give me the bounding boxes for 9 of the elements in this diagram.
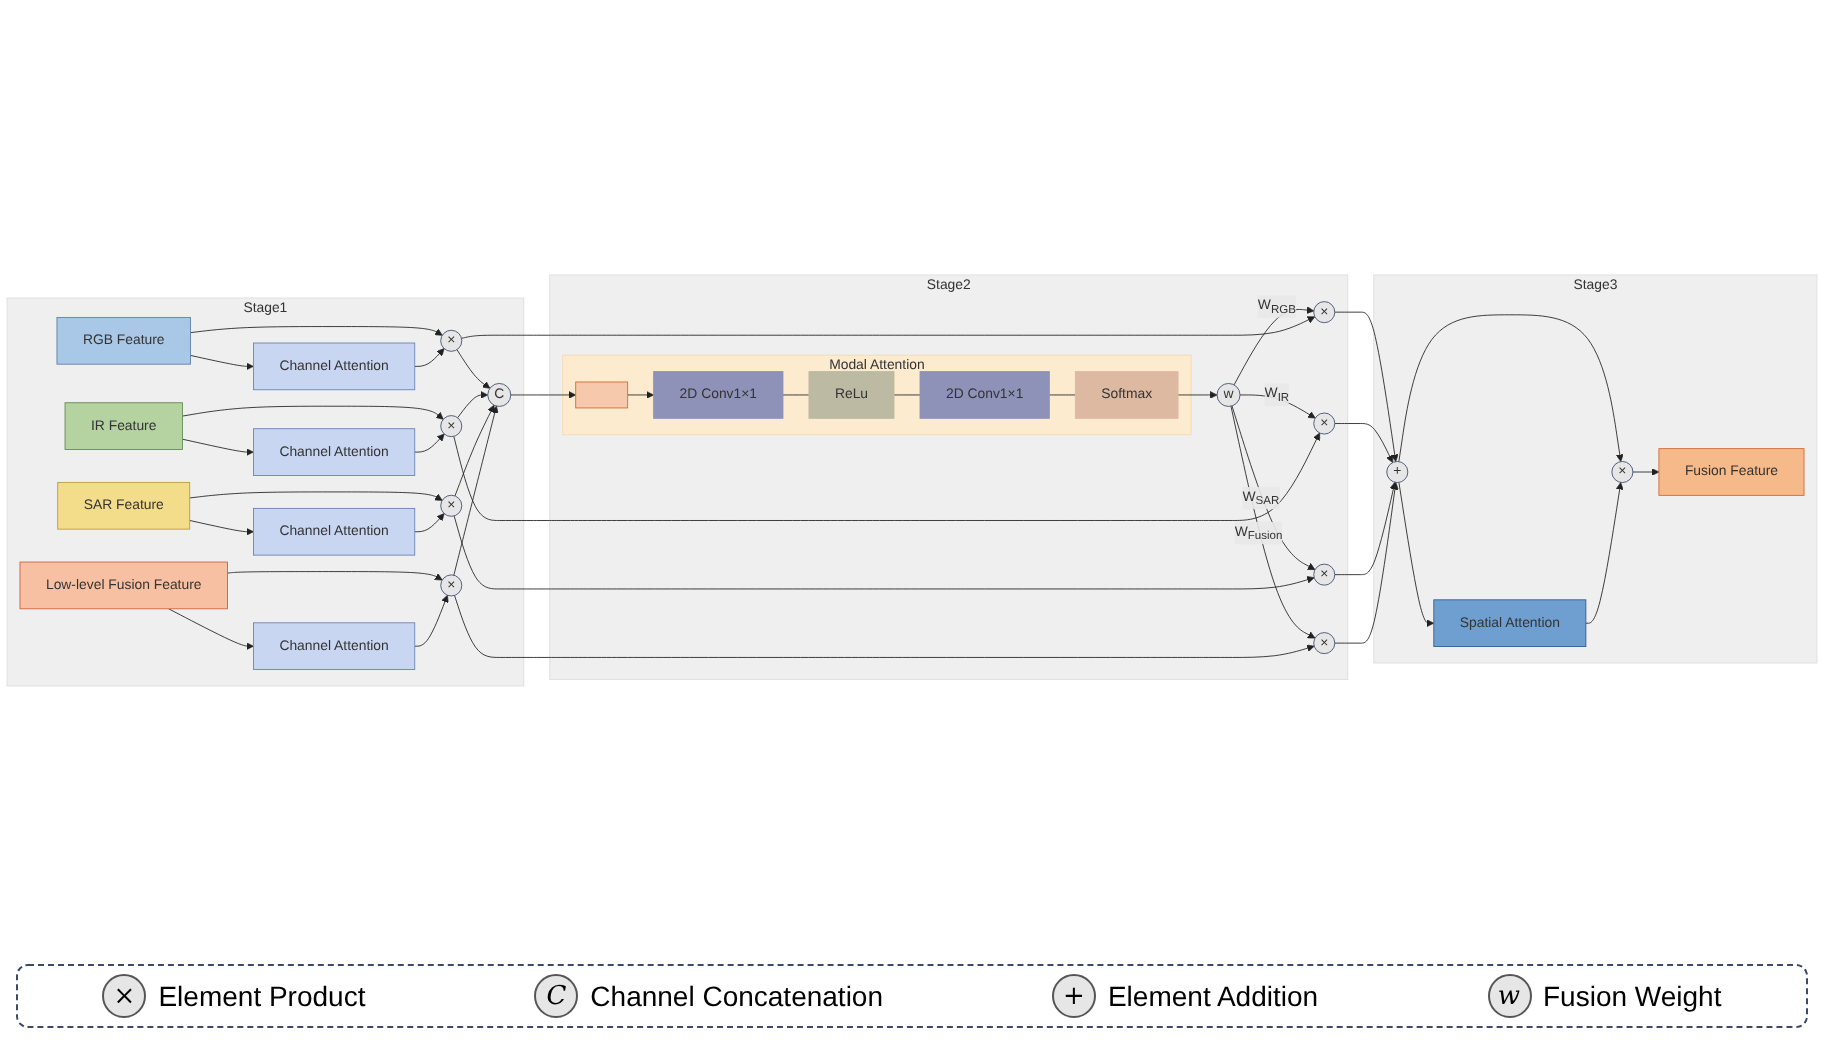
- legend-symbol: +: [1051, 974, 1096, 1018]
- legend-label: Element Product: [158, 980, 366, 1012]
- legend-label: Channel Concatenation: [590, 980, 884, 1012]
- legend-symbol: C: [534, 974, 579, 1018]
- node-box: [575, 381, 629, 408]
- legend-symbol: w: [1487, 974, 1531, 1018]
- legend-label: Element Addition: [1107, 980, 1319, 1012]
- legend-label: Fusion Weight: [1543, 980, 1722, 1012]
- legend-symbol: ×: [102, 974, 147, 1018]
